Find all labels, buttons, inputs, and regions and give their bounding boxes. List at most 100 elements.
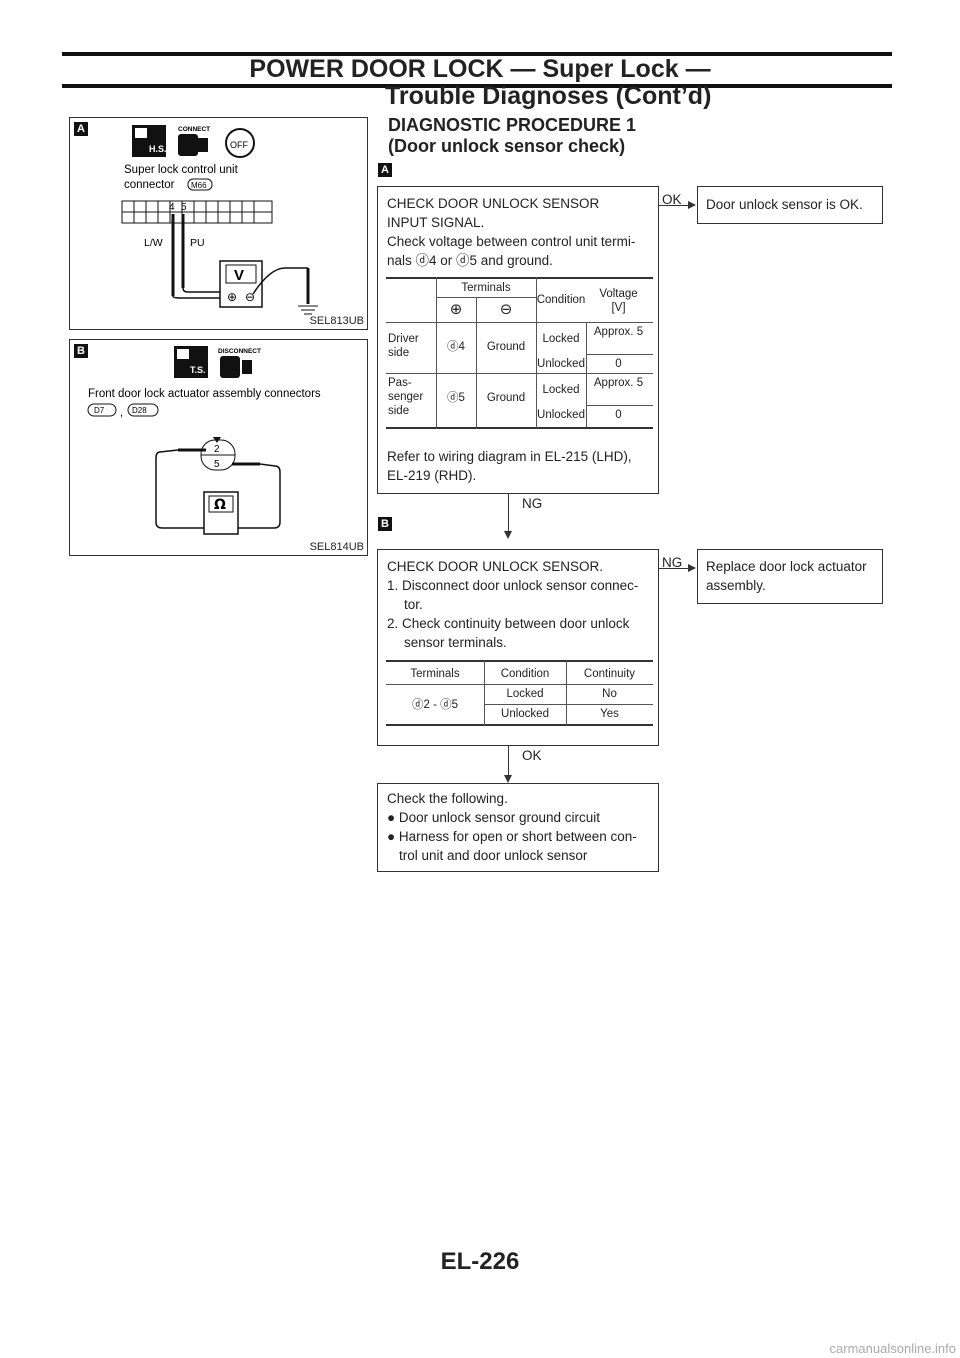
- connector-id-m66: M66: [191, 181, 207, 190]
- connector-separator: ,: [120, 407, 123, 419]
- voltage-table-hdr-plus: ⊕: [449, 300, 463, 318]
- step-a-ref-line: EL-219 (RHD).: [387, 468, 477, 483]
- ts-badge-text: T.S.: [190, 365, 206, 375]
- svg-text:⊖: ⊖: [245, 290, 255, 304]
- step-c-line: ● Harness for open or short between con-: [387, 829, 637, 844]
- page-number: EL-226: [440, 1248, 520, 1275]
- step-a-ok-result: Door unlock sensor is OK.: [706, 197, 863, 212]
- pin-5-label: 5: [181, 202, 187, 213]
- step-b-ng-result-line: assembly.: [706, 578, 766, 593]
- voltage-table-row-volt: Approx. 5: [593, 326, 644, 338]
- step-c-line: ● Door unlock sensor ground circuit: [387, 810, 601, 825]
- voltage-table-row-plus: ⓓ5: [447, 392, 465, 404]
- procedure-title-line1: DIAGNOSTIC PROCEDURE 1: [388, 115, 637, 135]
- continuity-hdr-continuity: Continuity: [583, 668, 636, 680]
- continuity-value: Yes: [600, 708, 619, 720]
- step-b-ok-arrow: [504, 775, 512, 783]
- step-b-instructions: CHECK DOOR UNLOCK SENSOR. 1. Disconnect …: [387, 557, 655, 652]
- step-b-line: 2. Check continuity between door unlock: [387, 616, 630, 631]
- ignition-key-icon: [225, 128, 255, 158]
- voltage-table-row-cond: Unlocked: [537, 409, 585, 421]
- procedure-title: DIAGNOSTIC PROCEDURE 1 (Door unlock sens…: [388, 115, 636, 157]
- step-a-ng-label: NG: [522, 496, 543, 511]
- voltage-table-hdr-terminals: Terminals: [461, 282, 511, 294]
- pin-2-label: 2: [214, 444, 220, 455]
- fig-a-caption-line1: Super lock control unit: [124, 164, 239, 176]
- wire-color-lw: L/W: [144, 237, 163, 249]
- continuity-terminals: ⓓ2 - ⓓ5: [411, 699, 458, 711]
- header-subtitle: Trouble Diagnoses (Cont’d): [385, 82, 712, 110]
- continuity-cond: Locked: [506, 688, 544, 700]
- figure-a-tag: A: [74, 122, 88, 136]
- figure-b: B T.S. DISCONNECT Front door lock actuat…: [69, 339, 368, 556]
- step-a-instructions: CHECK DOOR UNLOCK SENSOR INPUT SIGNAL. C…: [387, 194, 655, 270]
- connector-id-d7: D7: [94, 406, 105, 415]
- figure-b-code: SEL814UB: [309, 541, 364, 553]
- voltage-table-row-volt: 0: [615, 358, 622, 370]
- voltage-table-row-side: Pas- senger side: [388, 377, 424, 417]
- pin-5-label-b: 5: [214, 459, 220, 470]
- connect-label: CONNECT: [178, 126, 210, 133]
- voltage-table-hdr-voltage: Voltage [V]: [599, 288, 638, 314]
- procedure-title-line2: (Door unlock sensor check): [388, 136, 626, 156]
- step-a-ng-line: [508, 494, 509, 532]
- step-c-instructions: Check the following. ● Door unlock senso…: [387, 789, 655, 865]
- voltage-table-row-minus: Ground: [486, 341, 526, 353]
- continuity-value: No: [602, 688, 617, 700]
- step-b-ok-label: OK: [522, 748, 542, 763]
- svg-text:⊕: ⊕: [227, 290, 237, 304]
- step-b-ng-arrow: [688, 564, 696, 572]
- voltage-table: Terminals ⊕ ⊖ Condition Voltage [V] Driv…: [386, 277, 653, 432]
- hs-badge-text: H.S.: [149, 144, 167, 154]
- step-b-box: CHECK DOOR UNLOCK SENSOR. 1. Disconnect …: [377, 549, 659, 746]
- ohmmeter-symbol: Ω: [214, 497, 226, 513]
- step-a-line: INPUT SIGNAL.: [387, 215, 485, 230]
- step-b-line: tor.: [404, 597, 423, 612]
- step-a-line: nals ⓓ4 or ⓓ5 and ground.: [387, 253, 553, 268]
- step-a-ok-arrow: [688, 201, 696, 209]
- voltmeter-v-label: V: [234, 267, 244, 284]
- voltage-table-hdr-minus: ⊖: [499, 300, 513, 318]
- step-a-tag: A: [378, 163, 392, 177]
- voltage-table-row-side: Driver side: [388, 333, 419, 359]
- continuity-hdr-condition: Condition: [500, 668, 550, 680]
- step-b-ng-result-box: Replace door lock actuator assembly.: [697, 549, 883, 604]
- step-a-ok-connector: [659, 205, 689, 206]
- step-a-line: Check voltage between control unit termi…: [387, 234, 636, 249]
- step-b-line: CHECK DOOR UNLOCK SENSOR.: [387, 559, 604, 574]
- step-a-ok-result-box: Door unlock sensor is OK.: [697, 186, 883, 224]
- continuity-table: Terminals Condition Continuity ⓓ2 - ⓓ5 L…: [386, 660, 653, 730]
- connector-id-d28: D28: [132, 406, 147, 415]
- step-b-ng-result: Replace door lock actuator assembly.: [706, 557, 867, 595]
- step-a-ref-line: Refer to wiring diagram in EL-215 (LHD),: [387, 449, 632, 464]
- continuity-cond: Unlocked: [501, 708, 549, 720]
- voltage-table-row-cond: Unlocked: [537, 358, 585, 370]
- voltage-table-row-minus: Ground: [486, 392, 526, 404]
- step-a-line: CHECK DOOR UNLOCK SENSOR: [387, 196, 600, 211]
- step-b-ng-connector: [659, 568, 689, 569]
- figure-a-diagram: H.S. CONNECT OFF Super lock control unit…: [121, 125, 318, 315]
- header-rule-mid: [62, 84, 892, 88]
- step-b-line: 1. Disconnect door unlock sensor connec-: [387, 578, 639, 593]
- step-b-ng-result-line: Replace door lock actuator: [706, 559, 867, 574]
- step-c-line: Check the following.: [387, 791, 508, 806]
- step-b-ok-line: [508, 746, 509, 776]
- connector-plug-icon: [178, 134, 198, 156]
- step-a-ng-arrow: [504, 531, 512, 539]
- fig-b-caption: Front door lock actuator assembly connec…: [88, 388, 321, 400]
- watermark: carmanualsonline.info: [829, 1341, 956, 1356]
- voltage-table-row-cond: Locked: [542, 384, 580, 396]
- voltage-table-row-volt: Approx. 5: [593, 377, 644, 389]
- connector-unplug-icon: [220, 356, 240, 378]
- ignition-off-label: OFF: [230, 140, 248, 150]
- continuity-hdr-terminals: Terminals: [410, 668, 460, 680]
- step-a-reference: Refer to wiring diagram in EL-215 (LHD),…: [387, 447, 655, 485]
- header-rule-top: [62, 52, 892, 56]
- fig-a-caption-line2: connector: [124, 179, 175, 191]
- step-c-line: trol unit and door unlock sensor: [399, 848, 588, 863]
- step-a-ok-label: OK: [662, 192, 682, 207]
- figure-a: A H.S. CONNECT OFF Super lock control un…: [69, 117, 368, 330]
- step-a-box: CHECK DOOR UNLOCK SENSOR INPUT SIGNAL. C…: [377, 186, 659, 494]
- step-b-ng-label: NG: [662, 555, 683, 570]
- voltage-table-hdr-condition: Condition: [536, 294, 586, 306]
